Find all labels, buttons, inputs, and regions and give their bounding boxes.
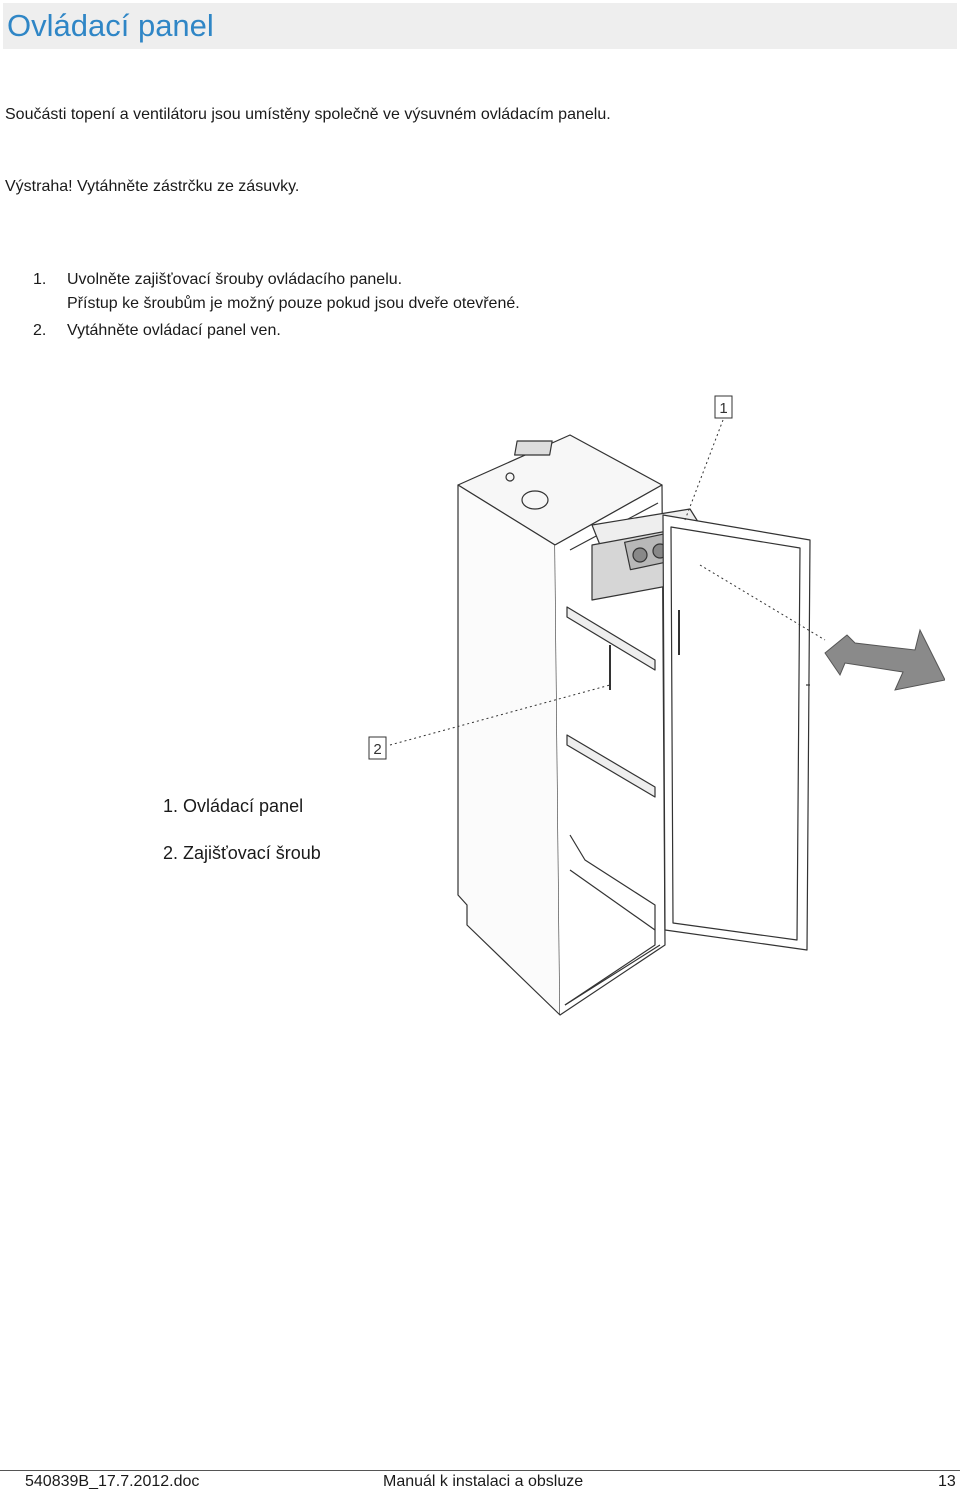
page-title: Ovládací panel [7, 8, 214, 43]
step-2-number: 2. [33, 322, 47, 339]
legend-item-locking-screw: 2. Zajišťovací šroub [163, 843, 321, 863]
door [662, 514, 811, 951]
shelf-upper [566, 606, 656, 671]
step-2-text: Vytáhněte ovládací panel ven. [67, 322, 281, 339]
page-title-bar: Ovládací panel [3, 3, 957, 49]
lower-compartment [564, 834, 656, 1006]
refrigerator-illustration: 1 2 [355, 385, 945, 1065]
footer-manual-title: Manuál k instalaci a obsluze [383, 1473, 584, 1490]
top-hole [521, 490, 549, 510]
callout-1: 1 [714, 395, 733, 419]
top-screw [505, 472, 515, 482]
callout-2: 2 [368, 736, 387, 760]
knob-left [632, 547, 648, 563]
page-footer: 540839B_17.7.2012.doc Manuál k instalaci… [0, 1470, 960, 1490]
footer-page-number: 13 [938, 1473, 956, 1490]
step-1-note: Přístup ke šroubům je možný pouze pokud … [67, 295, 520, 312]
warning-text: Výstraha! Vytáhněte zástrčku ze zásuvky. [5, 178, 300, 195]
pull-out-arrow [824, 628, 945, 691]
shelf-lower [566, 734, 656, 798]
step-1-text: Uvolněte zajišťovací šrouby ovládacího p… [67, 271, 403, 288]
intro-paragraph: Součásti topení a ventilátoru jsou umíst… [5, 106, 611, 123]
step-1-number: 1. [33, 271, 47, 288]
callout-2-label: 2 [373, 741, 381, 758]
legend-item-control-panel: 1. Ovládací panel [163, 796, 304, 816]
footer-doc-id: 540839B_17.7.2012.doc [25, 1473, 200, 1490]
vent-grille [514, 440, 553, 456]
callout-1-label: 1 [719, 400, 727, 417]
